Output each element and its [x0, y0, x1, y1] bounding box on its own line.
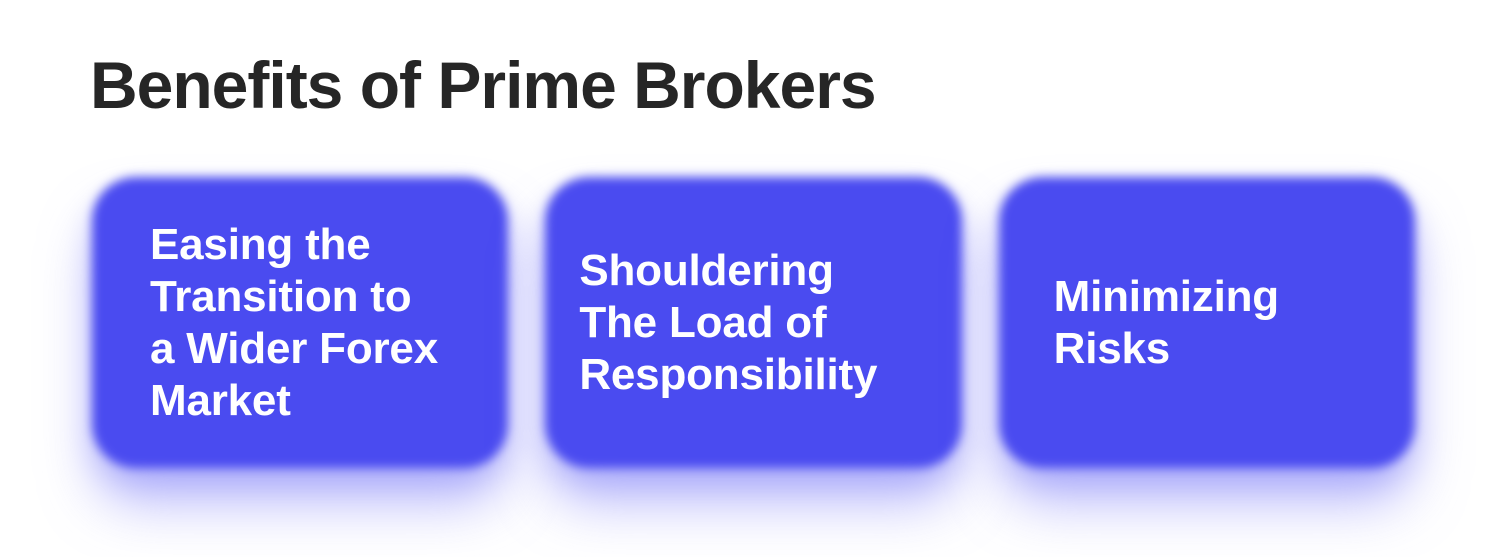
- benefit-card-label: Minimizing Risks: [1053, 271, 1280, 373]
- benefit-card-label: Easing the Transition to a Wider Forex M…: [150, 219, 438, 425]
- benefits-cards-row: Easing the Transition to a Wider Forex M…: [92, 177, 1415, 468]
- benefit-card-minimizing-risks: Minimizing Risks: [999, 177, 1415, 468]
- benefit-card-label: Shouldering The Load of Responsibility: [579, 245, 878, 399]
- page-title: Benefits of Prime Brokers: [90, 48, 877, 122]
- benefit-card-easing-transition: Easing the Transition to a Wider Forex M…: [92, 177, 508, 468]
- benefit-card-shouldering-load: Shouldering The Load of Responsibility: [545, 177, 961, 468]
